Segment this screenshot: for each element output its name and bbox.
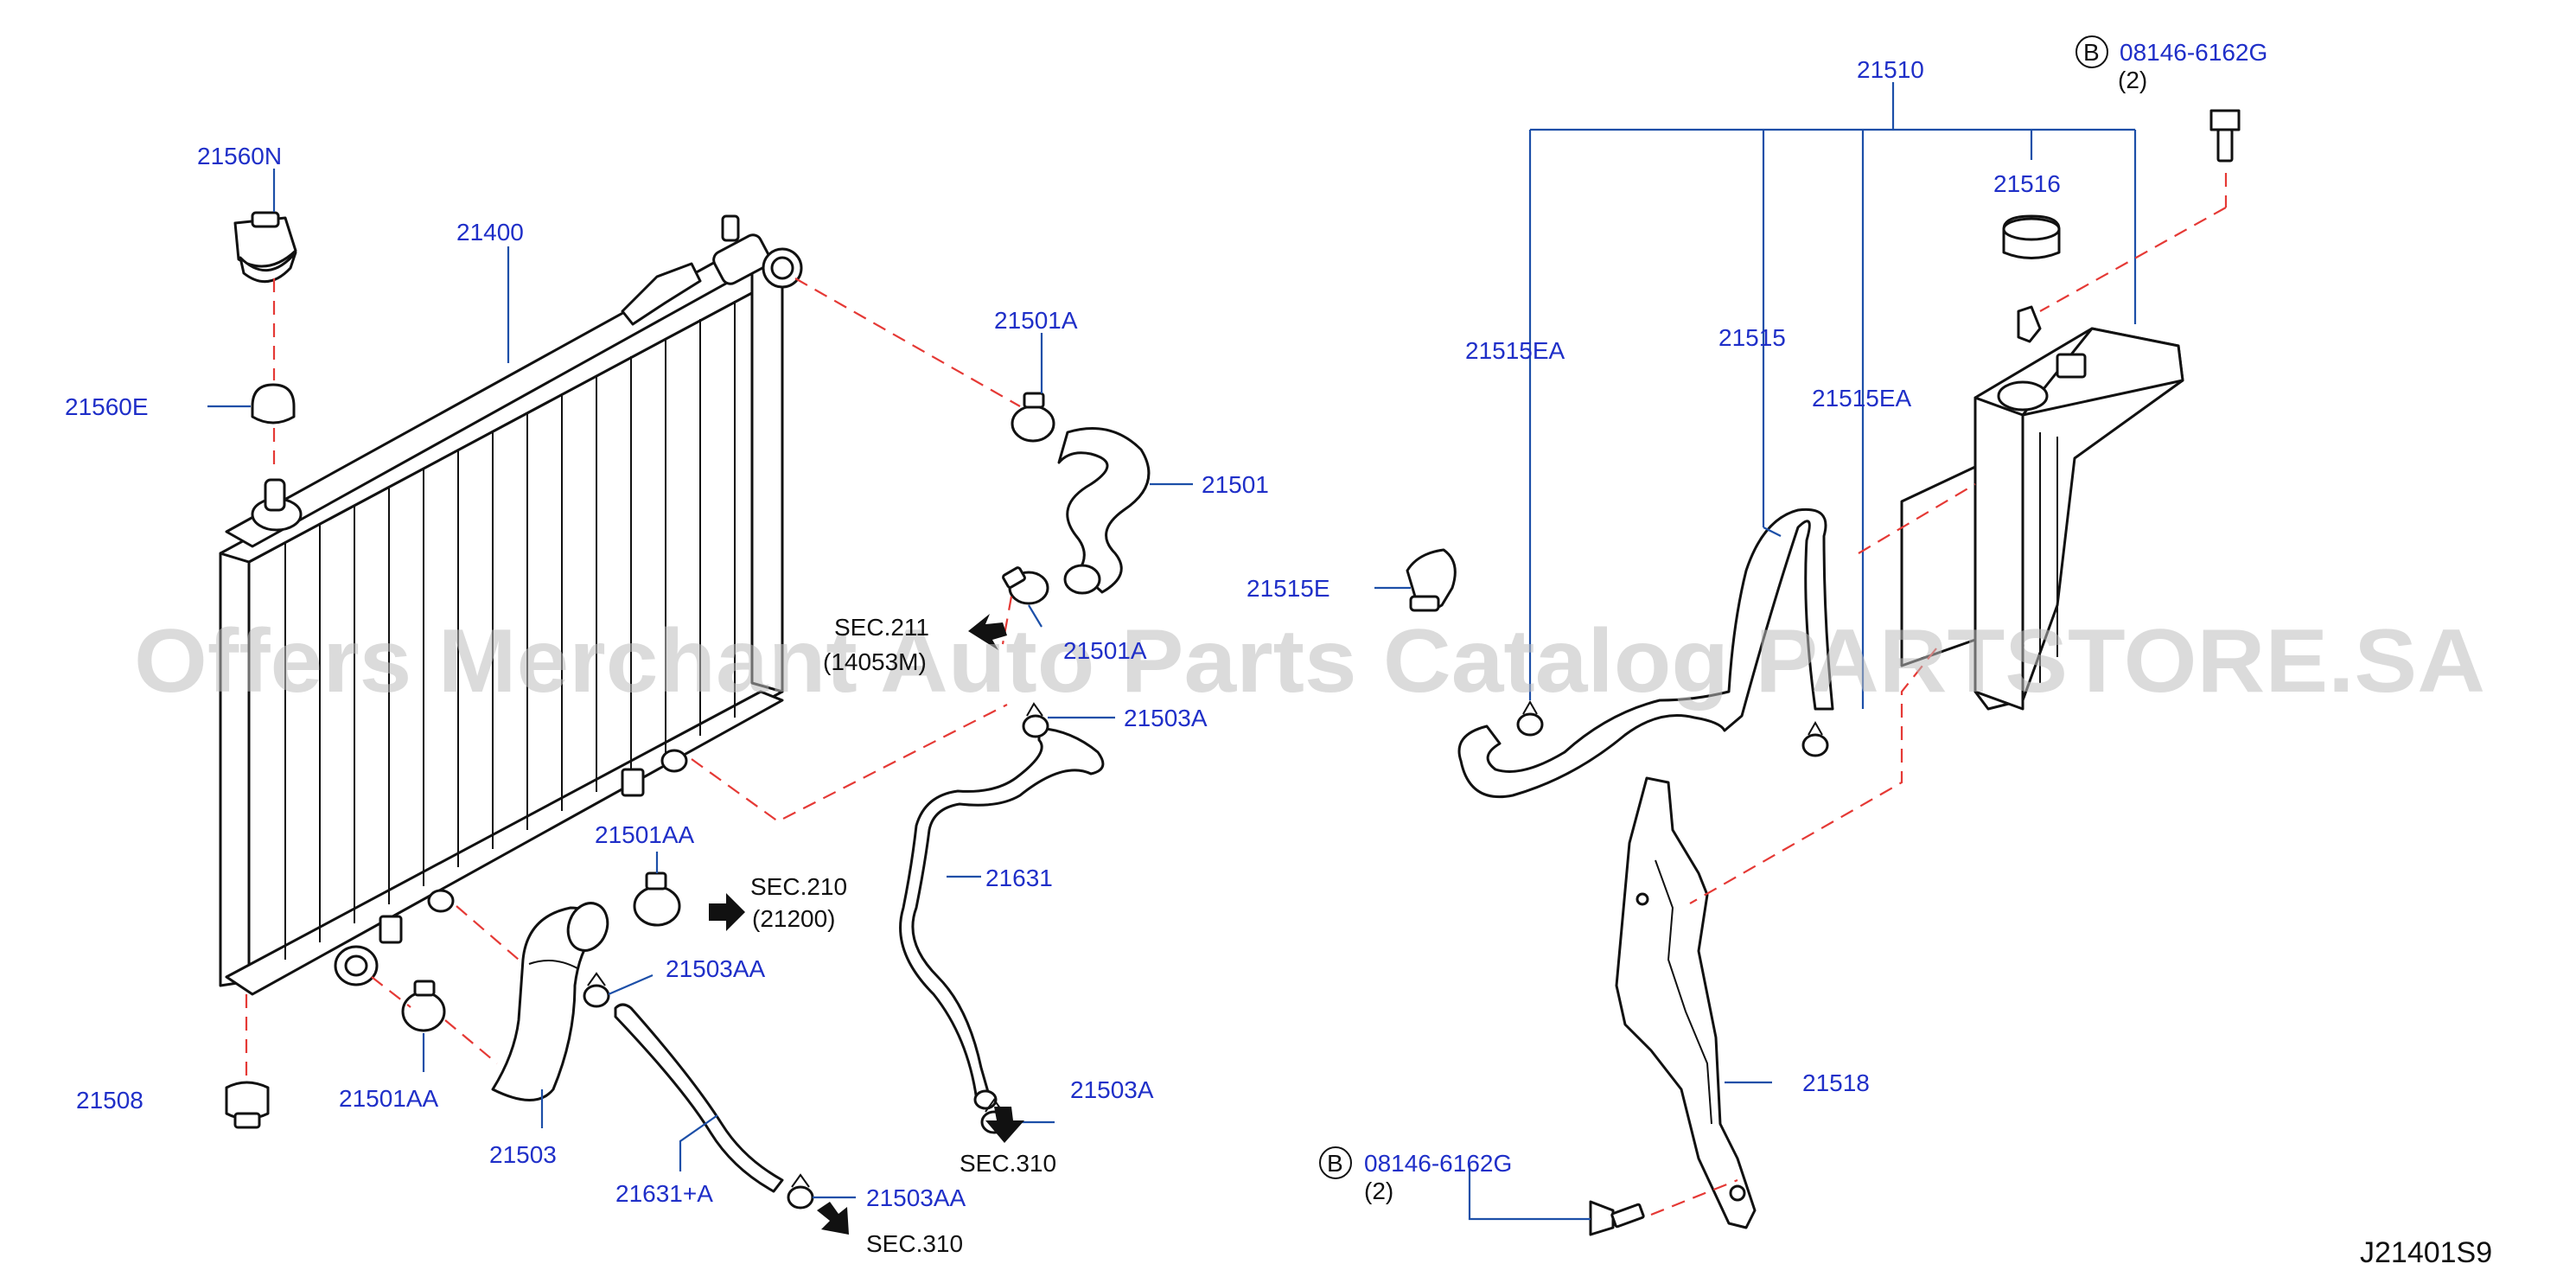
reservoir-tank-21510[interactable] [1900, 327, 2184, 711]
badge-b-top [2075, 35, 2108, 68]
hose-clip-21515EA-left[interactable] [1516, 699, 1544, 737]
bolt-08146-6162G-top[interactable] [2209, 109, 2241, 163]
label-21516: 21516 [1993, 170, 2061, 197]
bolt-label-bot: B 08146-6162G (2) [1319, 1146, 1512, 1204]
hose-clamp-21501AA-top[interactable] [633, 871, 681, 927]
label-21501A-mid: 21501A [1063, 637, 1147, 664]
badge-b-top-letter: B [2083, 39, 2100, 66]
drain-plug-21508[interactable] [225, 1081, 270, 1129]
label-21503A-bot: 21503A [1070, 1076, 1154, 1103]
label-21501: 21501 [1202, 471, 1269, 498]
overflow-hose-21515[interactable] [1457, 507, 1834, 799]
arrow-sec210 [709, 893, 745, 931]
arrow-sec310-b [817, 1202, 849, 1235]
label-21503A-top: 21503A [1124, 705, 1208, 731]
label-21515EA-left: 21515EA [1465, 337, 1565, 364]
label-21518: 21518 [1802, 1069, 1870, 1096]
connection-dashes [245, 173, 2228, 1216]
label-21560E: 21560E [65, 393, 149, 420]
sec310-b: SEC.310 [866, 1230, 963, 1257]
leader-lines [207, 82, 2137, 1221]
hose-clip-21515EA-right[interactable] [1801, 720, 1829, 757]
label-21503AA-bot: 21503AA [866, 1184, 966, 1211]
label-21631A: 21631+A [615, 1180, 713, 1207]
label-21508: 21508 [76, 1087, 143, 1114]
label-bolt-top: 08146-6162G [2120, 39, 2267, 66]
label-21510: 21510 [1857, 56, 1924, 83]
label-21515: 21515 [1718, 324, 1786, 351]
label-21503AA-mid: 21503AA [666, 955, 766, 982]
sec310-a: SEC.310 [960, 1150, 1056, 1177]
arrow-sec211 [968, 614, 1007, 650]
section-reference-labels: SEC.211 (14053M) SEC.210 (21200) SEC.310… [750, 614, 1056, 1257]
part-number-labels: 21560N 21400 21560E 21501A 21501 21501A … [65, 56, 2061, 1211]
bracket-21518[interactable] [1615, 776, 1757, 1229]
tank-bracket-top[interactable] [2017, 305, 2042, 343]
label-bolt-bot-qty: (2) [1364, 1178, 1393, 1204]
label-21503: 21503 [489, 1141, 557, 1168]
radiator-21400[interactable] [219, 214, 803, 996]
cap-seal-21560E[interactable] [251, 383, 296, 424]
label-21515E: 21515E [1247, 575, 1330, 602]
badge-b-bot-letter: B [1327, 1150, 1343, 1177]
bolt-label-top: B 08146-6162G (2) [2075, 35, 2267, 93]
sec210-sub: (21200) [752, 905, 836, 932]
arrow-sec310-a [985, 1107, 1024, 1143]
hose-21631A[interactable] [614, 1003, 784, 1193]
hose-clamp-21503AA-mid[interactable] [583, 972, 610, 1008]
sec211-sub: (14053M) [823, 648, 927, 675]
hose-clamp-21501AA-bot[interactable] [401, 980, 446, 1032]
reservoir-cap-21516[interactable] [2002, 214, 2061, 259]
hose-21631[interactable] [899, 726, 1105, 1110]
hose-clip-21515E[interactable] [1406, 548, 1457, 612]
diagram-code: J21401S9 [2360, 1236, 2492, 1269]
label-21501AA-bot: 21501AA [339, 1085, 439, 1112]
sec210: SEC.210 [750, 873, 847, 900]
bolt-08146-6162G-bot[interactable] [1589, 1200, 1645, 1236]
radiator-cap-21560N[interactable] [233, 211, 297, 284]
hose-clamp-21501A-mid[interactable] [1002, 566, 1049, 605]
label-21501A-top: 21501A [994, 307, 1078, 334]
hose-clamp-21503AA-bot[interactable] [787, 1173, 814, 1210]
label-21515EA-right: 21515EA [1812, 385, 1912, 412]
section-arrows [709, 614, 1024, 1235]
sec211: SEC.211 [834, 614, 929, 641]
lower-hose-21503[interactable] [491, 897, 614, 1101]
hose-clamp-21501A-top[interactable] [1011, 392, 1055, 443]
badge-b-bot [1319, 1146, 1352, 1179]
watermark: Offers Merchant Auto Parts Catalog PARTS… [134, 611, 2485, 712]
label-21501AA-top: 21501AA [595, 821, 695, 848]
label-21560N: 21560N [197, 143, 282, 169]
label-bolt-bot: 08146-6162G [1364, 1150, 1512, 1177]
label-21631: 21631 [985, 865, 1053, 891]
hose-clamp-21503A-top[interactable] [1022, 702, 1049, 738]
label-21400: 21400 [456, 219, 524, 246]
label-bolt-top-qty: (2) [2118, 67, 2147, 93]
upper-hose-21501[interactable] [1057, 427, 1151, 595]
